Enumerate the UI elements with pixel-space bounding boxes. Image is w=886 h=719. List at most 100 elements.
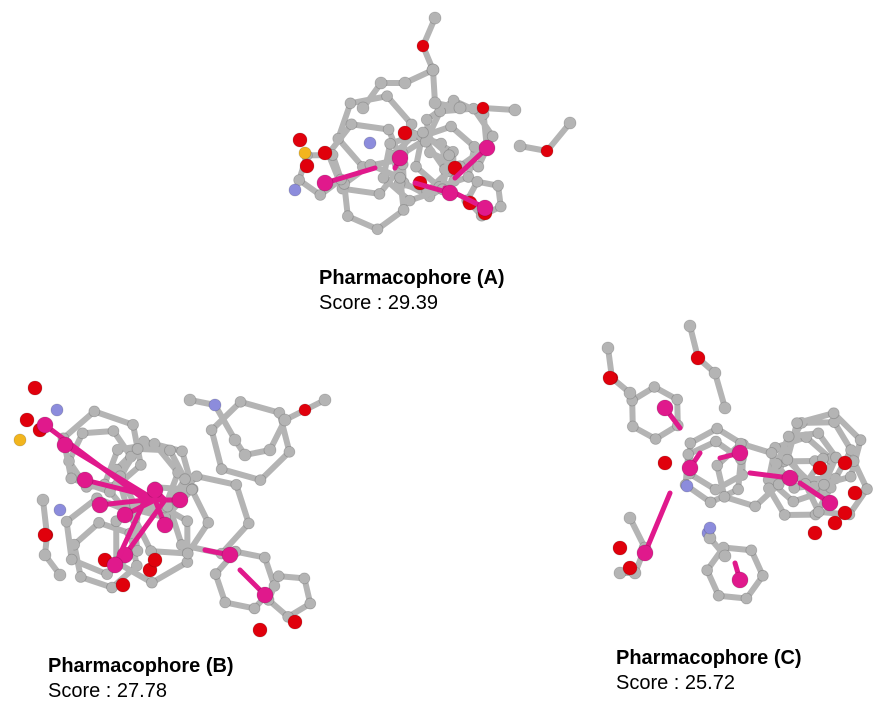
atom xyxy=(812,460,828,476)
atom xyxy=(778,509,791,521)
atom xyxy=(374,76,388,90)
atom xyxy=(671,393,684,406)
atom xyxy=(486,130,499,143)
atom xyxy=(837,455,853,471)
atom xyxy=(701,564,714,577)
atom xyxy=(818,478,830,491)
atom xyxy=(164,444,176,457)
atom xyxy=(731,571,749,589)
atom xyxy=(53,568,67,582)
bond xyxy=(63,495,100,525)
atom xyxy=(680,479,694,493)
atom xyxy=(298,403,312,417)
atom xyxy=(304,597,317,610)
atom xyxy=(397,125,413,141)
atom xyxy=(288,183,302,197)
bond xyxy=(384,93,415,128)
bond xyxy=(184,519,212,557)
bond xyxy=(784,420,801,463)
atom xyxy=(827,515,843,531)
atom xyxy=(681,459,699,477)
bond xyxy=(257,448,293,484)
pharmacophore-a-score: Score : 29.39 xyxy=(319,291,505,316)
atom xyxy=(156,516,174,534)
bond xyxy=(147,548,191,557)
atom xyxy=(36,416,54,434)
atom xyxy=(718,490,731,503)
bond xyxy=(218,466,264,484)
atom xyxy=(38,548,52,562)
atom xyxy=(221,546,239,564)
bond xyxy=(60,408,98,442)
atom xyxy=(476,101,490,115)
atom xyxy=(494,200,507,213)
atom xyxy=(65,472,78,485)
atom xyxy=(656,399,674,417)
atom xyxy=(683,319,697,333)
atom xyxy=(76,427,89,440)
bond xyxy=(380,174,413,204)
atom xyxy=(131,443,144,455)
bond xyxy=(376,161,406,197)
bond xyxy=(544,120,573,154)
atom xyxy=(718,549,732,563)
atom xyxy=(317,145,333,161)
atom xyxy=(272,570,285,583)
pharmacophore-a-caption: Pharmacophore (A) Score : 29.39 xyxy=(319,266,505,316)
atom xyxy=(711,422,724,435)
atom xyxy=(205,424,218,436)
bond xyxy=(188,486,212,526)
bond xyxy=(77,574,116,591)
atom xyxy=(314,189,327,201)
atom xyxy=(837,505,853,521)
atom xyxy=(230,478,243,491)
atom xyxy=(861,483,873,495)
atom xyxy=(242,517,255,530)
atom xyxy=(718,401,732,415)
atom xyxy=(344,97,357,110)
atom xyxy=(428,96,442,110)
atom xyxy=(462,171,475,183)
atom xyxy=(405,118,418,131)
atom xyxy=(428,11,442,25)
atom xyxy=(471,175,484,188)
atom xyxy=(756,569,769,582)
atom xyxy=(623,511,637,525)
bond xyxy=(101,446,121,488)
atom xyxy=(703,521,717,535)
atom xyxy=(443,149,456,162)
bond xyxy=(335,135,366,170)
atom xyxy=(732,483,745,496)
bond xyxy=(339,185,383,197)
atom xyxy=(791,417,803,429)
atom xyxy=(209,568,222,580)
atom xyxy=(13,433,27,447)
atom xyxy=(513,139,527,153)
atom xyxy=(394,171,407,184)
bond xyxy=(71,519,102,548)
bond xyxy=(419,129,453,159)
atom xyxy=(420,113,433,126)
atom xyxy=(202,516,215,529)
atom xyxy=(492,179,504,192)
atom xyxy=(731,444,749,462)
atom xyxy=(384,137,396,150)
atom xyxy=(782,430,795,443)
bond xyxy=(62,442,158,503)
pharmacophore-a-title: Pharmacophore (A) xyxy=(319,267,505,289)
bond xyxy=(233,481,252,527)
atom xyxy=(171,491,189,509)
atom xyxy=(854,434,867,446)
atom xyxy=(258,551,271,564)
bond xyxy=(237,398,283,416)
atom xyxy=(115,577,131,593)
pharmacophore-c-score: Score : 25.72 xyxy=(616,671,802,696)
atom xyxy=(745,544,758,557)
atom xyxy=(298,572,311,585)
atom xyxy=(649,433,662,445)
bond xyxy=(193,473,240,488)
atom xyxy=(252,622,268,638)
atom xyxy=(371,223,384,236)
atom xyxy=(472,160,485,173)
atom xyxy=(712,589,725,602)
